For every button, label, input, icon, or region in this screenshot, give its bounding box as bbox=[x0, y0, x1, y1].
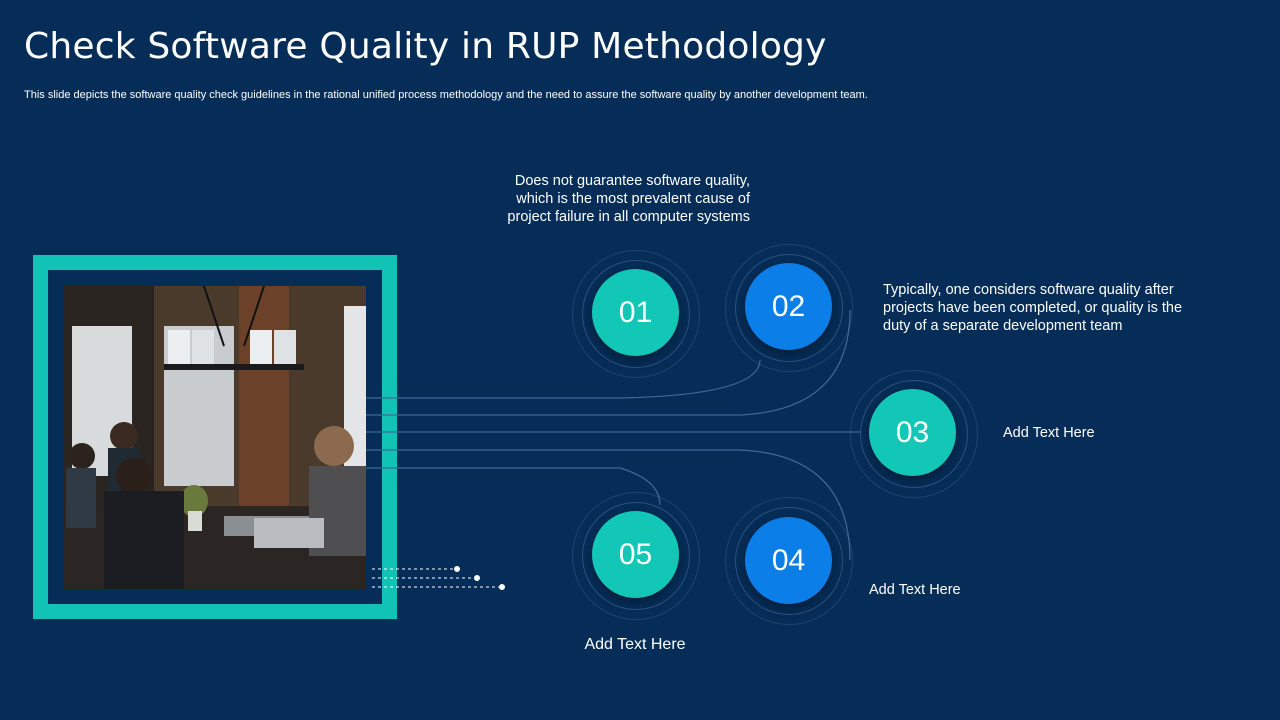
step-01-circle: 01 bbox=[592, 269, 679, 356]
step-03-ring bbox=[860, 380, 968, 488]
step-05-ring bbox=[582, 502, 690, 610]
step-03-text: Add Text Here bbox=[1003, 425, 1095, 441]
step-05-outer-ring bbox=[572, 492, 700, 620]
step-04-text: Add Text Here bbox=[869, 582, 961, 598]
step-05-text: Add Text Here bbox=[584, 636, 686, 653]
step-05-circle: 05 bbox=[592, 511, 679, 598]
connector-04 bbox=[366, 449, 851, 561]
slide-subtitle: This slide depicts the software quality … bbox=[24, 89, 868, 101]
dotted-line-dot-3 bbox=[499, 584, 505, 590]
team-meeting-photo bbox=[64, 286, 366, 589]
step-04-circle: 04 bbox=[745, 517, 832, 604]
team-meeting-illustration bbox=[64, 286, 366, 589]
step-02-text: Typically, one considers software qualit… bbox=[883, 282, 1183, 334]
step-02-outer-ring bbox=[725, 244, 853, 372]
connector-01 bbox=[366, 359, 761, 399]
dotted-line-dot-2 bbox=[474, 575, 480, 581]
step-01-text: Does not guarantee software quality, whi… bbox=[507, 173, 750, 225]
slide-title: Check Software Quality in RUP Methodolog… bbox=[24, 26, 827, 67]
step-02-ring bbox=[735, 254, 843, 362]
step-01-outer-ring bbox=[572, 250, 700, 378]
connector-02 bbox=[366, 309, 851, 416]
step-03-outer-ring bbox=[850, 370, 978, 498]
step-02-circle: 02 bbox=[745, 263, 832, 350]
step-04-ring bbox=[735, 507, 843, 615]
step-04-outer-ring bbox=[725, 497, 853, 625]
step-03-circle: 03 bbox=[869, 389, 956, 476]
step-01-ring bbox=[582, 260, 690, 368]
dotted-line-dot-1 bbox=[454, 566, 460, 572]
